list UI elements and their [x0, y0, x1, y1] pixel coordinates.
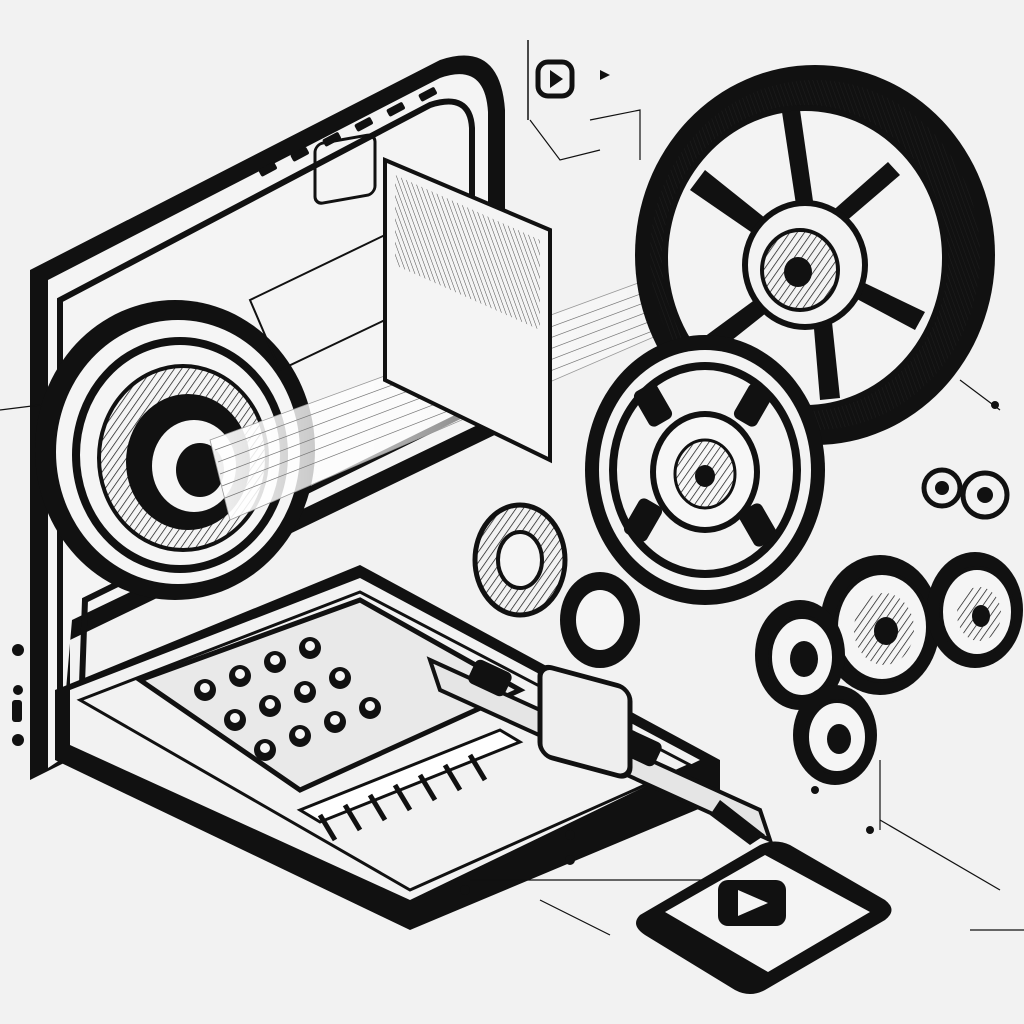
screen-panel: [248, 133, 552, 464]
lens-3: [755, 600, 845, 710]
technical-lines: [0, 109, 1024, 936]
lens-2: [927, 552, 1023, 668]
gear-icon: [585, 335, 825, 605]
play-icon[interactable]: [636, 841, 892, 995]
mid-cylinders: [472, 502, 640, 779]
control-panel: [134, 597, 526, 842]
top-play-icon: [527, 40, 610, 120]
side-buttons: [12, 644, 24, 746]
camera-lens-icon: [755, 552, 1023, 785]
lens-1: [820, 555, 940, 695]
circle-target-icon: [921, 467, 1010, 520]
lens-4: [793, 685, 877, 785]
rivets: [460, 401, 999, 895]
key-row: [296, 728, 524, 842]
